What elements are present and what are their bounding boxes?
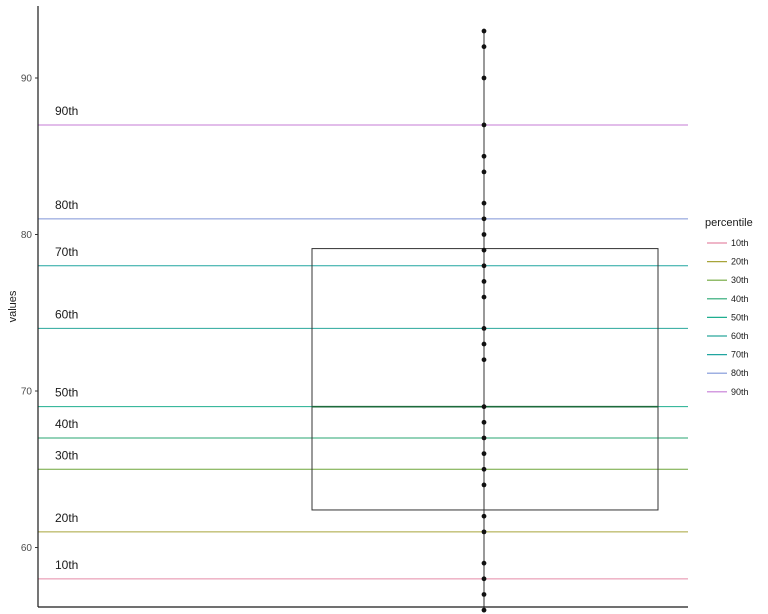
data-point-18	[481, 435, 487, 441]
y-tick-label-90: 90	[21, 73, 33, 84]
percentile-labels: 10th 20th 30th 40th 50th 60th 70th 80th 90th	[55, 104, 78, 572]
data-point-5	[481, 169, 487, 175]
data-point-11	[481, 279, 487, 284]
legend-label-70th: 70th	[731, 350, 749, 360]
data-point-6	[481, 200, 487, 206]
legend-title: percentile	[705, 217, 753, 229]
data-point-16	[481, 404, 487, 410]
data-point-14	[481, 341, 487, 347]
data-point-19	[481, 451, 487, 457]
data-point-27	[481, 607, 487, 613]
percentile-label-80th: 80th	[55, 198, 78, 212]
legend-label-40th: 40th	[731, 294, 749, 304]
legend-label-90th: 90th	[731, 387, 749, 397]
data-point-23	[481, 529, 487, 535]
percentile-label-20th: 20th	[55, 511, 78, 525]
data-point-21	[481, 482, 487, 488]
legend-label-80th: 80th	[731, 368, 749, 378]
legend-label-50th: 50th	[731, 312, 749, 322]
percentile-label-40th: 40th	[55, 417, 78, 431]
y-tick-label-80: 80	[21, 230, 33, 241]
percentile-label-10th: 10th	[55, 558, 78, 572]
data-point-2	[481, 75, 487, 81]
legend-label-60th: 60th	[731, 331, 749, 341]
percentile-label-30th: 30th	[55, 448, 78, 462]
data-point-9	[481, 247, 487, 253]
data-point-7	[481, 216, 487, 222]
percentile-label-50th: 50th	[55, 386, 78, 400]
data-point-24	[481, 560, 487, 566]
percentile-label-70th: 70th	[55, 245, 78, 259]
y-tick-label-60: 60	[21, 543, 33, 554]
data-point-10	[481, 263, 487, 269]
data-point-22	[481, 513, 487, 519]
data-point-17	[481, 419, 487, 425]
legend: percentile 10th 20th 30th 40th 50th 60th 70th 80…	[705, 217, 753, 397]
percentile-label-90th: 90th	[55, 104, 78, 118]
data-point-1	[481, 44, 487, 50]
percentile-label-60th: 60th	[55, 307, 78, 321]
data-point-4	[481, 153, 487, 159]
data-point-8	[481, 232, 487, 237]
data-point-12	[481, 294, 487, 300]
axes: 60 70 80 90 values	[7, 6, 688, 608]
boxplot	[311, 31, 659, 611]
percentile-lines	[38, 124, 688, 580]
data-point-3	[481, 122, 487, 128]
legend-label-30th: 30th	[731, 275, 749, 285]
data-point-20	[481, 466, 487, 472]
y-axis-title: values	[7, 290, 19, 322]
data-points	[481, 28, 487, 613]
data-point-26	[481, 592, 487, 597]
data-point-15	[481, 357, 487, 363]
legend-label-10th: 10th	[731, 238, 749, 248]
y-tick-label-70: 70	[21, 387, 33, 398]
data-point-13	[481, 326, 487, 331]
data-point-0	[481, 28, 487, 34]
data-point-25	[481, 576, 487, 582]
legend-label-20th: 20th	[731, 257, 749, 267]
